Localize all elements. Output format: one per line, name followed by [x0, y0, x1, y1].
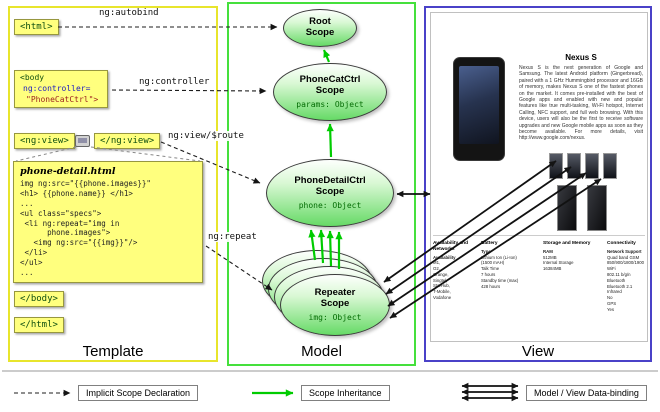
phone-hero-image	[453, 57, 505, 161]
spec-line: Yes	[607, 306, 615, 312]
spec-line: 802.11 b/g/n	[607, 271, 631, 277]
ng-autobind-label: ng:autobind	[97, 8, 161, 18]
window-icon-screen	[78, 138, 87, 143]
phonedetailctrl-scope-ellipse: PhoneDetailCtrl Scope phone: Object	[266, 159, 394, 227]
ng-view-route-label: ng:view/$route	[166, 131, 246, 141]
html-close-tag-box: </html>	[14, 317, 64, 333]
phone-title: Nexus S	[565, 53, 597, 62]
scope-title: PhoneDetailCtrl	[294, 175, 366, 187]
spec-line: Bluetooth 2.1	[607, 283, 633, 289]
ng-repeat-label: ng:repeat	[206, 232, 259, 242]
specs-divider	[433, 235, 645, 236]
body-close-tag-box: </body>	[14, 291, 64, 307]
scope-property: phone: Object	[298, 200, 362, 210]
code-lines: img ng:src="{{phone.images}}"<h1> {{phon…	[20, 179, 196, 278]
code-line: phone.images">	[20, 228, 111, 238]
phone-thumbnail-large	[587, 185, 607, 231]
spec-line: WiFi	[607, 266, 616, 272]
spec-line: 16384MB	[543, 266, 562, 272]
legend-implicit-scope-declaration: Implicit Scope Declaration	[78, 385, 199, 401]
phone-detail-page: Nexus S Nexus S is the next generation o…	[430, 12, 648, 342]
scope-title: PhoneCatCtrl	[299, 74, 361, 86]
ngview-close-tag-box: </ng:view>	[94, 133, 161, 149]
spec-line: Vodafone	[433, 295, 452, 301]
template-label: Template	[82, 343, 144, 360]
ng-controller-label: ng:controller	[137, 77, 212, 87]
spec-line: No	[607, 295, 613, 301]
spec-line: Network Support	[607, 248, 642, 254]
phonecatctrl-scope-ellipse: PhoneCatCtrl Scope params: Object	[273, 63, 387, 121]
root-scope-ellipse: Root Scope	[283, 9, 357, 47]
phone-description: Nexus S is the next generation of Google…	[519, 65, 643, 142]
code-line: </ul>	[20, 258, 43, 268]
controller-name-line: "PhoneCatCtrl">	[26, 94, 99, 104]
spec-header: Availability and Networks	[433, 241, 469, 252]
ng-controller-attr-line: ng:controller=	[23, 83, 91, 93]
window-icon	[75, 135, 90, 147]
body-tag-line: <body	[20, 73, 45, 82]
phone-detail-code-box: phone-detail.html img ng:src="{{phone.im…	[13, 161, 203, 283]
code-line: ...	[20, 198, 34, 208]
spec-line: Quad band GSM 850/900/1800/1900	[607, 254, 645, 266]
scope-property: params: Object	[296, 99, 364, 109]
code-line: <ul class="specs">	[20, 208, 102, 218]
spec-line: 428 hours	[481, 283, 501, 289]
scope-title: Root	[309, 16, 331, 28]
spec-line: GPS	[607, 300, 617, 306]
legend-scope-inheritance: Scope Inheritance	[301, 385, 390, 401]
phone-thumbnail	[603, 153, 617, 179]
body-open-tag-box: <body ng:controller= "PhoneCatCtrl">	[14, 70, 108, 109]
code-line: <img ng:src="{{img}}"/>	[20, 238, 138, 248]
spec-line: Infrared	[607, 289, 622, 295]
phone-thumbnail	[567, 153, 581, 179]
code-file-title: phone-detail.html	[20, 166, 116, 177]
phone-thumbnail	[549, 153, 563, 179]
spec-line: Bluetooth	[607, 277, 626, 283]
scope-title: Scope	[315, 186, 345, 197]
code-line: ...	[20, 268, 34, 278]
repeater-scope-ellipse: Repeater Scope img: Object	[280, 274, 390, 336]
phone-thumbnail-large	[557, 185, 577, 231]
phone-screen	[459, 66, 499, 144]
legend-model-view-data-binding: Model / View Data-binding	[526, 385, 647, 401]
html-open-tag-box: <html>	[14, 19, 59, 35]
code-line: <h1> {{phone.name}} </h1>	[20, 188, 133, 198]
scope-property: img: Object	[308, 312, 362, 322]
scope-title: Scope	[320, 298, 350, 309]
scope-title: Scope	[315, 85, 345, 96]
spec-header: Storage and Memory	[543, 241, 591, 246]
scope-title: Repeater	[314, 287, 356, 299]
code-line: img ng:src="{{phone.images}}"	[20, 179, 151, 188]
spec-header: Battery	[481, 241, 498, 246]
spec-header: Connectivity	[607, 241, 636, 246]
ngview-open-tag-box: <ng:view>	[14, 133, 75, 149]
phone-thumbnail	[585, 153, 599, 179]
view-label: View	[521, 343, 555, 360]
code-line: <li ng:repeat="img in	[20, 218, 120, 228]
scope-title: Scope	[305, 27, 335, 38]
model-label: Model	[301, 343, 342, 360]
code-line: </li>	[20, 248, 48, 258]
